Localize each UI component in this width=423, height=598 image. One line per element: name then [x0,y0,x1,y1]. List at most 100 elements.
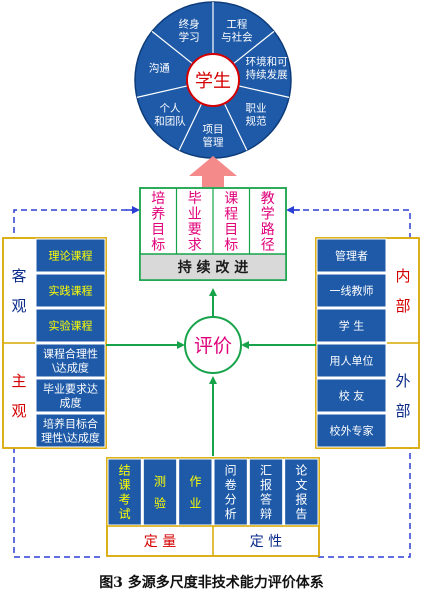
method-column-char: 报 [295,492,307,507]
panel-item [35,343,106,378]
wheel-divider [223,103,248,151]
goal-column-char: 学 [261,206,275,222]
method-column-char: 辩 [260,507,272,521]
goal-column-char: 业 [188,206,202,222]
qualitative-label: 定 性 [250,534,282,550]
wheel-divider [151,30,194,65]
method-column [107,458,142,526]
method-column-char: 汇 [260,464,272,478]
panel-side-label: 部 [395,402,410,420]
panel-side-label: 观 [11,297,26,315]
wheel-segment-label: 项目 [203,123,224,135]
goal-column-char: 标 [151,237,165,253]
panel-item-label: 实践课程 [49,283,93,297]
panel-side-label: 内 [395,267,410,285]
panel-item-label: 学 生 [339,318,365,332]
panel-side-label: 外 [395,372,410,390]
evaluation-label: 评价 [194,335,232,357]
wheel-segment-label: 工程 [226,19,247,31]
wheel-divider [232,30,275,65]
evaluation-method-box: 结课考试测验作业问卷分析汇报答辩论文报告定 量定 性 [106,457,320,557]
wheel-segment-label: 管理 [203,135,224,148]
method-column [284,458,319,526]
panel-item [316,343,387,378]
wheel-segment-label: 规范 [246,115,267,128]
panel-item [35,413,106,448]
method-column-char: 文 [295,477,307,492]
wheel-segment-label: 持续发展 [246,68,288,81]
method-column-char: 考 [119,493,131,507]
wheel-segment-label: 和团队 [154,115,186,128]
method-column-char: 析 [225,507,237,521]
panel-side-label: 客 [11,267,26,285]
goal-column-char: 求 [188,237,202,253]
method-column-char: 卷 [225,477,237,492]
wheel-divider [238,85,290,98]
method-column-char: 测 [154,474,166,488]
panel-item-label: 理性\达成度 [41,430,100,444]
method-column-char: 告 [295,507,307,521]
panel-item-label: 用人单位 [330,353,374,367]
goal-column-char: 培 [151,191,165,207]
goal-column-char: 要 [188,222,202,238]
method-column-char: 报 [260,477,272,492]
panel-item [35,238,106,273]
figure-caption: 图3 多源多尺度非技术能力评价体系 [99,575,324,591]
evaluation-content-panel: 客观主观理论课程实践课程实验课程课程合理性\达成度毕业要求达成度培养目标合理性\… [2,237,107,449]
goal-column-char: 教 [261,191,275,207]
panel-item-label: 实验课程 [49,318,93,332]
goal-column-char: 目 [224,222,238,238]
panel-item [316,273,387,308]
wheel-divider [136,85,188,98]
method-column-char: 作 [189,474,201,488]
panel-item-label: 管理者 [335,248,368,262]
student-center-circle [186,53,240,107]
panel-item-label: \达成度 [52,360,89,374]
panel-item [35,308,106,343]
goal-column-char: 课 [224,191,238,207]
method-column [248,458,284,526]
panel-item-label: 培养目标合 [43,416,98,430]
method-column-char: 结 [119,464,131,478]
goal-column-char: 程 [224,206,238,222]
panel-item-label: 理论课程 [49,248,93,262]
panel-item-label: 校 友 [339,388,365,402]
panel-side-label: 部 [395,297,410,315]
panel-item-label: 成度 [60,395,82,409]
method-column-char: 试 [119,506,131,521]
panel-item [35,273,106,308]
method-column-char: 课 [119,478,131,492]
method-column-char: 验 [154,495,166,510]
panel-item [35,378,106,413]
method-column-char: 答 [260,492,272,507]
evaluation-circle [184,316,242,374]
wheel-segment-label: 沟通 [149,62,170,75]
panel-item [316,413,387,448]
panel-item-label: 一线教师 [330,283,374,297]
wheel-segment-label: 学习 [179,31,200,44]
wheel-segment-label: 终身 [179,18,200,31]
wheel-segment-label: 个人 [159,103,180,115]
panel-item-label: 毕业要求达 [43,382,98,395]
goal-column-char: 毕 [188,191,202,207]
goal-column-char: 标 [224,237,238,253]
method-column [178,458,213,526]
panel-item [316,308,387,343]
panel-item-label: 校外专家 [330,423,374,437]
wheel-segment-label: 环境和可 [246,55,288,68]
goal-column-char: 径 [261,237,275,253]
panel-item-label: 课程合理性 [43,346,98,360]
wheel-divider [178,103,203,151]
method-column-char: 问 [225,464,237,478]
quantitative-label: 定 量 [144,534,176,550]
goal-column-char: 路 [261,222,275,238]
wheel-segment-label: 与社会 [221,31,253,44]
student-label: 学生 [195,71,231,92]
continuous-improvement-label: 持 续 改 进 [178,259,249,276]
method-column-char: 分 [225,493,237,507]
method-column [213,458,248,526]
